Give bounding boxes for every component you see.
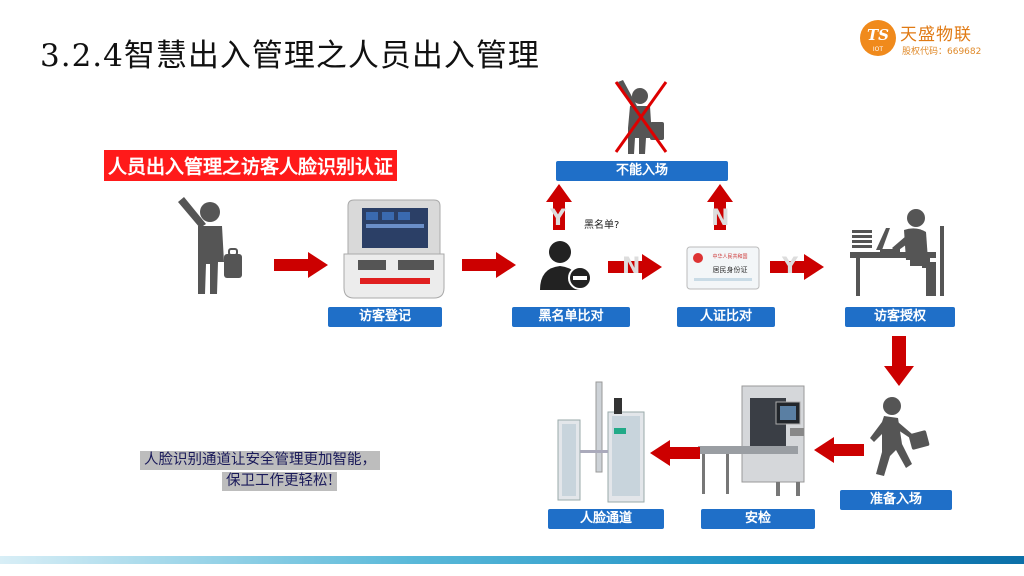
flow-arrow-up-icon — [707, 184, 733, 230]
security-xray-icon — [698, 385, 805, 496]
visitor-person-icon — [178, 197, 242, 294]
idcheck-no-branch-label: N — [711, 206, 730, 231]
flow-arrow-right-icon — [462, 252, 516, 278]
flow-arrow-right-icon — [274, 252, 328, 278]
summary-note-line2: 保卫工作更轻松! — [222, 472, 338, 491]
visitor-kiosk-icon — [343, 199, 445, 299]
logo-name: 天盛物联 — [900, 25, 972, 45]
blacklist-person-icon — [540, 241, 592, 290]
flow-arrow-left-icon — [650, 440, 700, 466]
step-label-face-gate: 人脸通道 — [548, 509, 664, 529]
footer-accent-bar — [0, 556, 1024, 564]
idcheck-yes-branch-label: Y — [782, 254, 798, 279]
company-logo: TS IOT 天盛物联 股权代码：669682 — [858, 18, 1018, 58]
summary-note-line1: 人脸识别通道让安全管理更加智能， — [140, 451, 380, 470]
step-label-visitor-registration: 访客登记 — [328, 307, 442, 327]
id-card-line2: 居民身份证 — [713, 265, 748, 274]
id-card-line1: 中华人民共和国 — [712, 253, 747, 260]
logo-mark-subtext: IOT — [873, 46, 883, 53]
section-subtitle: 人员出入管理之访客人脸识别认证 — [104, 150, 398, 181]
step-label-ready-to-enter: 准备入场 — [840, 490, 952, 510]
step-label-visitor-authorization: 访客授权 — [845, 307, 955, 327]
authorization-desk-icon — [850, 209, 944, 296]
rejected-person-icon — [614, 80, 668, 154]
flow-arrow-right-icon — [608, 254, 662, 280]
reject-label: 不能入场 — [556, 161, 728, 181]
step-label-blacklist-check: 黑名单比对 — [512, 307, 630, 327]
id-card-icon: 中华人民共和国 居民身份证 — [686, 246, 760, 290]
face-gate-icon — [557, 381, 645, 503]
logo-mark-icon: TS IOT — [860, 20, 896, 56]
logo-code: 股权代码：669682 — [902, 47, 982, 57]
blacklist-yes-branch-label: Y — [550, 206, 566, 231]
flow-arrow-down-icon — [884, 336, 914, 386]
logo-mark-text: TS — [867, 26, 889, 44]
summary-note: 人脸识别通道让安全管理更加智能， 保卫工作更轻松! — [140, 449, 460, 491]
walking-person-icon — [870, 397, 930, 476]
flow-arrow-left-icon — [814, 437, 864, 463]
blacklist-no-branch-label: N — [622, 254, 641, 279]
step-label-security-check: 安检 — [701, 509, 815, 529]
step-label-id-verification: 人证比对 — [677, 307, 775, 327]
flow-arrow-up-icon — [546, 184, 572, 230]
page-title: 3.2.4智慧出入管理之人员出入管理 — [40, 38, 540, 74]
flow-arrow-right-icon — [770, 254, 824, 280]
blacklist-question: 黑名单? — [584, 220, 620, 231]
